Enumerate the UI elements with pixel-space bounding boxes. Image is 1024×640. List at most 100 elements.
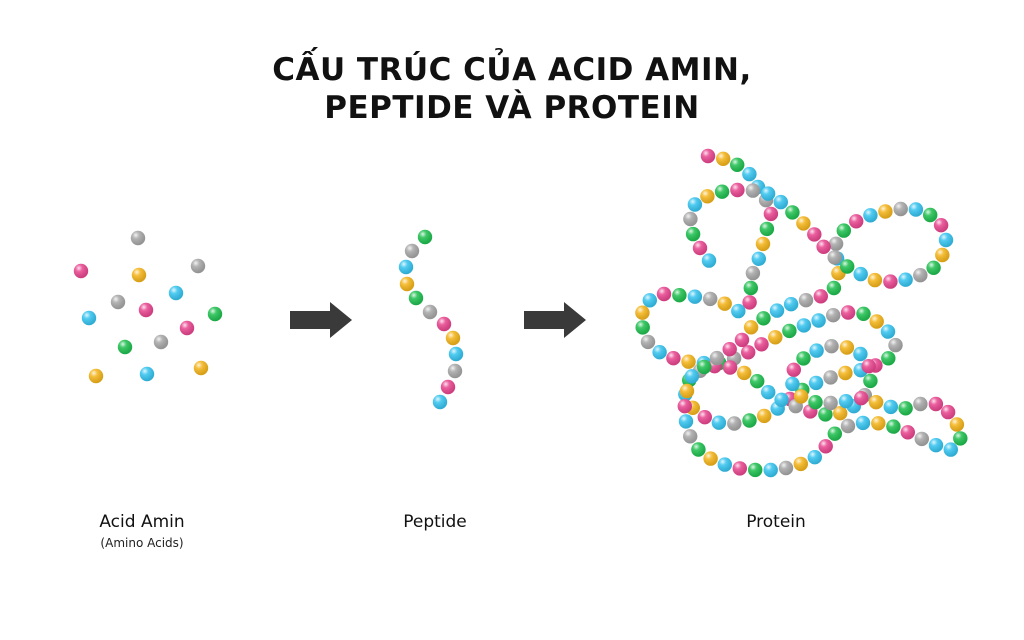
bead-highlight: [853, 346, 868, 362]
bead-highlight: [940, 404, 956, 420]
bead-highlight: [681, 354, 696, 369]
bead-highlight: [778, 460, 794, 476]
bead-highlight: [836, 223, 851, 238]
bead-highlight: [838, 365, 853, 381]
bead-highlight: [703, 291, 718, 307]
bead-highlight: [727, 416, 742, 431]
bead-highlight: [742, 295, 757, 310]
amino-acids-sublabel: (Amino Acids): [100, 536, 184, 550]
bead-highlight: [826, 308, 841, 323]
amino-acids-label: Acid Amin: [99, 512, 185, 532]
bead-highlight: [683, 211, 698, 227]
bead-highlight: [139, 366, 155, 382]
bead-highlight: [863, 208, 878, 223]
bead-highlight: [717, 296, 732, 311]
bead-highlight: [640, 334, 656, 350]
bead-highlight: [685, 226, 701, 242]
bead-highlight: [811, 313, 826, 328]
bead-highlight: [110, 294, 126, 310]
bead-highlight: [861, 359, 876, 374]
arrow-right-icon: [524, 302, 586, 338]
bead-highlight: [763, 206, 779, 222]
bead-highlight: [816, 239, 831, 254]
bead-highlight: [840, 259, 855, 274]
bead-highlight: [827, 426, 842, 441]
bead-highlight: [793, 456, 808, 472]
bead-highlight: [716, 151, 731, 166]
amino-acids-group: [73, 230, 223, 384]
bead-highlight: [943, 442, 958, 457]
bead-highlight: [153, 334, 169, 350]
bead-highlight: [700, 189, 715, 204]
bead-highlight: [856, 306, 871, 321]
bead-highlight: [743, 320, 759, 335]
bead-highlight: [88, 368, 104, 384]
bead-highlight: [928, 438, 944, 453]
bead-highlight: [190, 258, 206, 274]
bead-highlight: [666, 351, 681, 366]
bead-highlight: [827, 250, 842, 265]
bead-highlight: [928, 396, 944, 412]
bead-highlight: [926, 260, 941, 275]
bead-highlight: [751, 251, 766, 266]
bead-highlight: [773, 194, 788, 210]
bead-highlight: [871, 416, 886, 431]
page-title-line-2: PEPTIDE VÀ PROTEIN: [324, 90, 700, 126]
bead-highlight: [853, 266, 868, 282]
bead-highlight: [768, 330, 783, 345]
bead-highlight: [448, 346, 464, 362]
bead-highlight: [908, 202, 924, 217]
bead-highlight: [796, 216, 811, 231]
bead-highlight: [913, 268, 928, 283]
bead-highlight: [179, 320, 195, 336]
bead-highlight: [711, 415, 727, 430]
bead-highlight: [914, 431, 929, 447]
bead-highlight: [748, 462, 763, 478]
bead-highlight: [635, 305, 650, 320]
bead-highlight: [881, 351, 896, 366]
bead-highlight: [840, 305, 856, 320]
bead-highlight: [868, 395, 884, 410]
bead-highlight: [888, 337, 903, 353]
bead-highlight: [913, 396, 928, 412]
bead-highlight: [742, 166, 757, 182]
bead-highlight: [701, 253, 717, 268]
bead-highlight: [717, 457, 732, 472]
bead-highlight: [823, 370, 838, 385]
protein-chain: [635, 148, 968, 478]
bead-highlight: [769, 303, 785, 318]
bead-highlight: [745, 183, 761, 198]
protein-label: Protein: [746, 512, 806, 532]
bead-highlight: [642, 293, 657, 308]
bead-highlight: [796, 351, 811, 366]
bead-highlight: [692, 240, 708, 256]
bead-highlight: [168, 285, 184, 301]
bead-highlight: [730, 182, 745, 198]
bead-highlight: [697, 410, 712, 425]
arrow-right-icon: [290, 302, 352, 338]
bead-highlight: [714, 184, 730, 199]
bead-highlight: [933, 218, 949, 233]
bead-highlight: [756, 311, 771, 326]
bead-highlight: [73, 263, 89, 279]
bead-highlight: [886, 419, 901, 434]
bead-highlight: [404, 243, 420, 259]
bead-highlight: [818, 439, 833, 454]
bead-highlight: [883, 274, 898, 289]
bead-highlight: [672, 288, 687, 303]
bead-highlight: [839, 340, 855, 355]
bead-highlight: [703, 451, 718, 466]
bead-highlight: [783, 297, 799, 312]
bead-highlight: [731, 303, 746, 319]
bead-highlight: [700, 148, 716, 164]
bead-highlight: [838, 394, 854, 409]
bead-highlight: [635, 320, 650, 335]
bead-highlight: [840, 418, 856, 434]
bead-highlight: [732, 461, 747, 476]
bead-highlight: [447, 363, 463, 379]
bead-highlight: [679, 383, 695, 399]
bead-highlight: [691, 442, 706, 457]
bead-highlight: [399, 276, 415, 292]
bead-highlight: [813, 289, 828, 304]
bead-highlight: [678, 414, 694, 429]
